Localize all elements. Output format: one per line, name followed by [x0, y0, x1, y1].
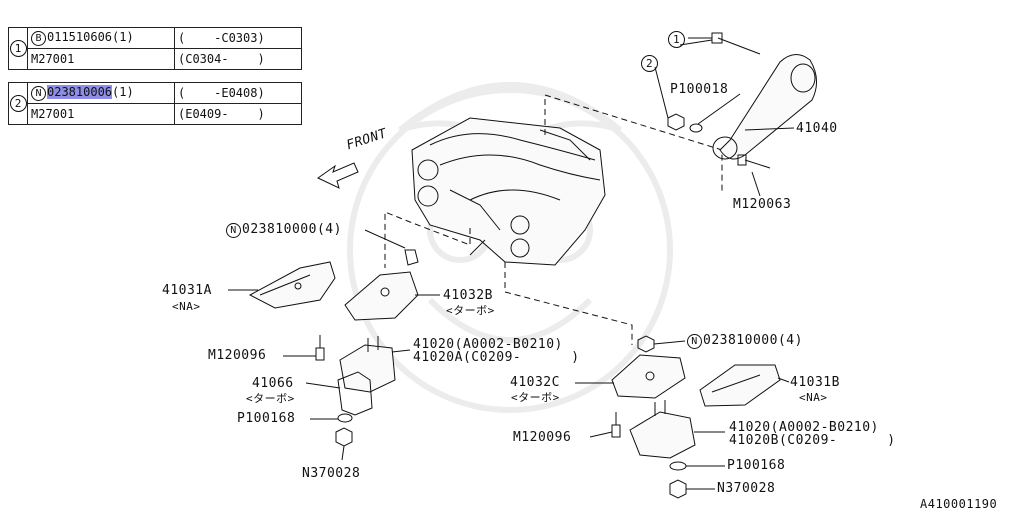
label-41040[interactable]: 41040	[796, 121, 838, 136]
label-p100168-left[interactable]: P100168	[237, 411, 296, 426]
engine-block	[411, 117, 606, 266]
table-index-1: 1	[8, 27, 28, 70]
bracket-41032c	[611, 354, 686, 399]
bracket-41031a	[248, 261, 336, 309]
bolt-m120096-left	[315, 335, 325, 361]
pitching-stopper-41040	[679, 32, 817, 169]
label-41031b[interactable]: 41031B	[790, 375, 840, 390]
label-41032b-variant: <ターボ>	[446, 304, 495, 317]
label-m120063[interactable]: M120063	[733, 197, 792, 212]
label-leader-lines	[228, 37, 795, 490]
label-m120096-right[interactable]: M120096	[513, 430, 572, 445]
callout-1[interactable]: 1	[668, 31, 685, 48]
label-41020-left-1[interactable]: 41020(A0002-B0210)	[413, 337, 563, 352]
nut-n370028-left	[335, 427, 353, 447]
label-41031a[interactable]: 41031A	[162, 283, 212, 298]
label-41032b[interactable]: 41032B	[443, 288, 493, 303]
diagram-id: A410001190	[920, 497, 998, 511]
label-p100018[interactable]: P100018	[670, 82, 729, 97]
table-range-1b: (C0304- )	[174, 48, 302, 70]
label-41066-variant: <ターボ>	[246, 392, 295, 405]
label-n370028-left[interactable]: N370028	[302, 466, 361, 481]
label-41066[interactable]: 41066	[252, 376, 294, 391]
label-n370028-right[interactable]: N370028	[717, 481, 776, 496]
front-arrow	[317, 162, 359, 189]
bolt-m120096-right	[611, 412, 621, 438]
label-41020-right-2[interactable]: 41020B(C0209- )	[729, 433, 896, 448]
mount-41020-left	[339, 336, 396, 393]
label-41032c-variant: <ターボ>	[511, 391, 560, 404]
callout-2[interactable]: 2	[641, 55, 658, 72]
label-41020-right-1[interactable]: 41020(A0002-B0210)	[729, 420, 879, 435]
label-41031a-variant: <NA>	[172, 300, 201, 313]
nut-2	[667, 113, 685, 131]
bracket-41031b	[699, 364, 781, 407]
table-range-2b: (E0409- )	[174, 103, 302, 125]
mount-41020-right	[629, 400, 696, 459]
washer-p100168-right	[669, 461, 687, 471]
table-alt-code-2[interactable]: M27001	[27, 103, 175, 125]
label-p100168-right[interactable]: P100168	[727, 458, 786, 473]
washer-p100018	[689, 123, 703, 133]
highlighted-part-code[interactable]: 023810006	[47, 85, 113, 99]
nut-n370028-right	[669, 479, 687, 499]
label-41020-left-2[interactable]: 41020A(C0209- )	[413, 350, 580, 365]
washer-p100168-left	[337, 413, 353, 423]
table-alt-code-1[interactable]: M27001	[27, 48, 175, 70]
plate-41066	[337, 371, 373, 416]
label-m120096-left[interactable]: M120096	[208, 348, 267, 363]
dashed-leaders	[384, 94, 723, 345]
label-41031b-variant: <NA>	[799, 391, 828, 404]
label-41032c[interactable]: 41032C	[510, 375, 560, 390]
nut-023810000-right	[637, 335, 655, 353]
